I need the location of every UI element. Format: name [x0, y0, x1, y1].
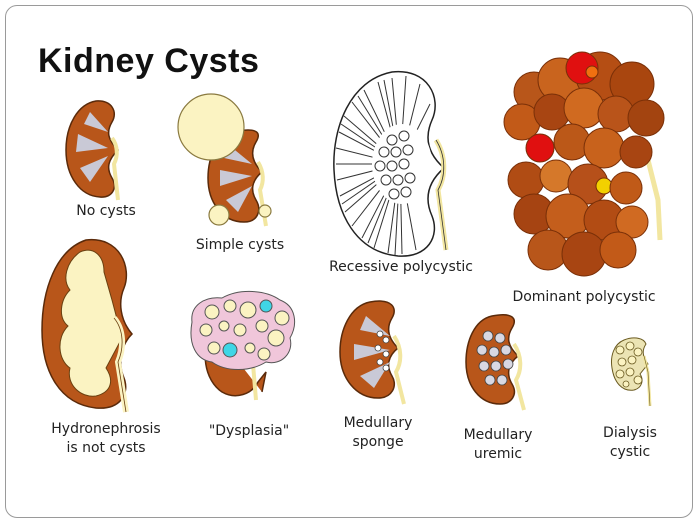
label-medullary-sponge: Medullary sponge: [328, 414, 428, 452]
medullary-uremic-kidney: [465, 314, 526, 411]
dysplasia-kidney: [190, 291, 296, 401]
dialysis-cystic-kidney: [611, 337, 652, 407]
label-simple-cysts: Simple cysts: [195, 237, 285, 253]
label-medullary-sponge-line2: sponge: [352, 434, 404, 450]
recessive-polycystic-kidney: [333, 71, 449, 257]
medullary-sponge-kidney: [339, 300, 406, 405]
simple-cysts-kidney: [177, 93, 272, 227]
label-dominant-polycystic: Dominant polycystic: [512, 289, 656, 305]
no-cysts-kidney: [65, 100, 120, 201]
label-no-cysts: No cysts: [76, 203, 136, 219]
label-dysplasia: "Dysplasia": [208, 423, 290, 439]
label-medullary-uremic-line2: uremic: [473, 446, 523, 462]
dominant-polycystic-kidney: [503, 51, 665, 277]
label-hydronephrosis: Hydronephrosis is not cysts: [32, 420, 180, 458]
label-dialysis-cystic: Dialysis cystic: [580, 424, 680, 462]
label-recessive-polycystic: Recessive polycystic: [329, 259, 473, 275]
label-medullary-uremic: Medullary uremic: [448, 426, 548, 464]
label-dialysis-cystic-line1: Dialysis: [603, 425, 657, 441]
label-hydronephrosis-line2: is not cysts: [66, 440, 146, 456]
large-simple-cyst: [177, 93, 245, 161]
page-title: Kidney Cysts: [38, 42, 260, 80]
label-hydronephrosis-line1: Hydronephrosis: [51, 421, 161, 437]
hydronephrosis-kidney: [41, 239, 134, 413]
label-dialysis-cystic-line2: cystic: [609, 444, 651, 460]
label-medullary-uremic-line1: Medullary: [463, 427, 533, 443]
label-medullary-sponge-line1: Medullary: [343, 415, 413, 431]
